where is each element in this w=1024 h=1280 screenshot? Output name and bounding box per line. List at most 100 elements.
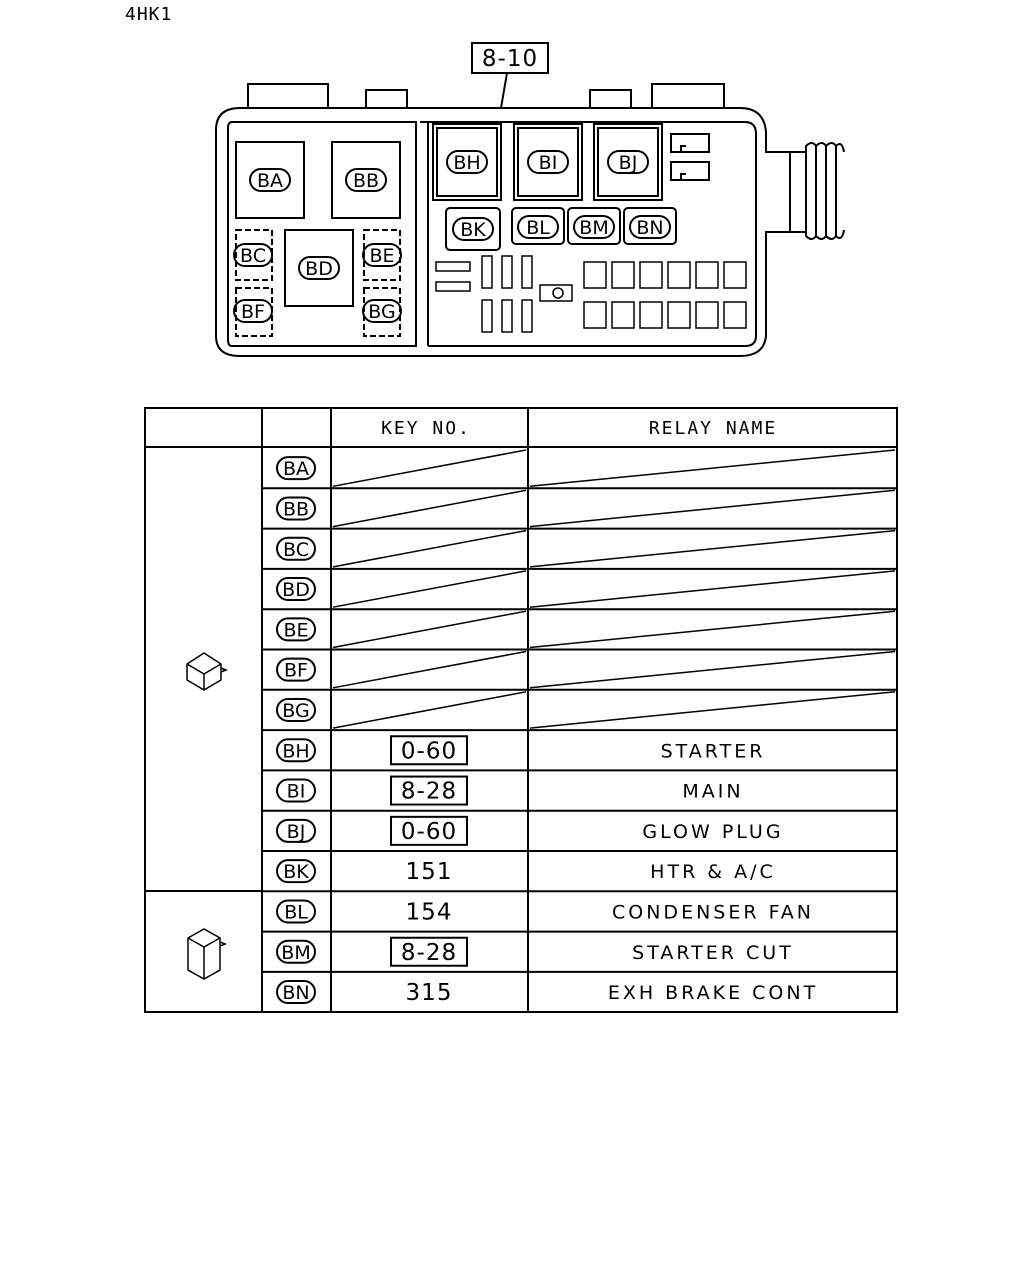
housing-tabs xyxy=(247,83,725,108)
row-code: BN xyxy=(282,982,309,1004)
row-code: BM xyxy=(281,942,310,964)
row-relay-name: STARTER CUT xyxy=(632,942,794,964)
relay-slot-BL: BL xyxy=(511,207,565,245)
row-relay-name: GLOW PLUG xyxy=(642,821,783,843)
slot-label-BI: BI xyxy=(539,152,558,174)
empty-slash-name xyxy=(529,449,896,488)
empty-slash-name xyxy=(529,610,896,649)
table-row: BB xyxy=(262,489,897,530)
code-badge xyxy=(276,939,316,964)
fuse-slots xyxy=(435,255,747,333)
table-row: BK 151 HTR & A/C xyxy=(262,859,897,893)
table-row: BN 315 EXH BRAKE CONT xyxy=(276,980,818,1006)
relay-slot-BJ: BJ xyxy=(593,123,663,201)
row-code: BC xyxy=(283,539,309,561)
key-box xyxy=(390,775,468,806)
row-relay-name: EXH BRAKE CONT xyxy=(608,982,818,1004)
header-key-no: KEY NO. xyxy=(381,418,471,439)
code-badge xyxy=(276,899,316,924)
slot-label-BF: BF xyxy=(241,301,265,323)
relay-slot-BA: BA xyxy=(235,141,305,219)
row-relay-name: HTR & A/C xyxy=(650,861,776,883)
empty-slash-key xyxy=(332,691,527,729)
relay-box-housing xyxy=(215,107,845,357)
row-code: BF xyxy=(284,660,308,682)
table-row: BA xyxy=(262,449,897,490)
empty-slash-key xyxy=(332,570,527,608)
relay-slot-BC: BC xyxy=(233,229,273,281)
slot-label-BL: BL xyxy=(526,217,550,239)
slot-label-BG: BG xyxy=(368,301,395,323)
empty-slash-name xyxy=(529,691,896,729)
code-badge xyxy=(276,617,316,642)
row-relay-name: CONDENSER FAN xyxy=(612,901,814,923)
table-row: BG xyxy=(262,691,897,732)
empty-slash-key xyxy=(332,610,527,649)
row-key-no: 151 xyxy=(406,859,453,885)
relay-slot-BM: BM xyxy=(567,207,621,245)
row-relay-name: STARTER xyxy=(661,740,766,762)
code-badge xyxy=(276,496,316,521)
table-row: BC xyxy=(262,529,897,570)
empty-slash-name xyxy=(529,570,896,608)
table-row: BH 0-60 STARTER xyxy=(262,735,897,772)
tall-relay-icon xyxy=(187,928,228,980)
row-key-no: 0-60 xyxy=(401,819,457,845)
key-box xyxy=(390,735,468,766)
relay-slot-BH: BH xyxy=(432,123,502,201)
row-code: BD xyxy=(282,579,310,601)
slot-label-BB: BB xyxy=(353,170,379,192)
row-code: BK xyxy=(283,861,309,883)
code-badge xyxy=(276,818,316,843)
relay-slot-BB: BB xyxy=(331,141,401,219)
code-badge xyxy=(276,697,316,722)
relay-slot-BD: BD xyxy=(284,229,354,307)
code-badge xyxy=(276,456,316,481)
table-row: BD xyxy=(262,570,897,611)
empty-slash-key xyxy=(332,650,527,689)
slot-label-BM: BM xyxy=(579,217,608,239)
row-key-no: 154 xyxy=(406,899,453,925)
slot-label-BE: BE xyxy=(369,245,394,267)
slot-label-BJ: BJ xyxy=(619,152,638,174)
row-key-no: 0-60 xyxy=(401,738,457,764)
row-code: BH xyxy=(282,740,309,762)
cube-relay-icon xyxy=(186,652,229,691)
row-code: BE xyxy=(283,619,308,641)
relay-slot-BI: BI xyxy=(513,123,583,201)
code-badge xyxy=(276,980,316,1005)
slot-label-BC: BC xyxy=(240,245,266,267)
code-badge xyxy=(276,536,316,561)
key-box xyxy=(390,936,468,967)
code-badge xyxy=(276,778,316,803)
row-code: BA xyxy=(283,458,309,480)
row-code: BJ xyxy=(287,821,306,843)
slot-label-BD: BD xyxy=(305,258,333,280)
row-code: BG xyxy=(282,700,309,722)
box-reference-label: 8-10 xyxy=(482,46,538,72)
code-badge xyxy=(276,859,316,884)
row-key-no: 8-28 xyxy=(401,779,457,805)
empty-slash-name xyxy=(529,489,896,528)
slot-label-BH: BH xyxy=(453,152,480,174)
table-row: BJ 0-60 GLOW PLUG xyxy=(262,815,897,852)
row-code: BB xyxy=(283,498,309,520)
relay-slot-BG: BG xyxy=(362,287,402,337)
slot-label-BN: BN xyxy=(636,217,663,239)
row-relay-name: MAIN xyxy=(682,781,743,803)
relay-slot-BF: BF xyxy=(233,287,273,337)
empty-slash-key xyxy=(332,489,527,528)
code-badge xyxy=(276,657,316,682)
empty-slash-key xyxy=(332,529,527,568)
empty-slash-key xyxy=(332,449,527,488)
slot-label-BK: BK xyxy=(460,219,486,241)
relay-slot-BE: BE xyxy=(362,229,402,281)
empty-slash-name xyxy=(529,650,896,689)
header-relay-name: RELAY NAME xyxy=(649,418,777,439)
row-key-no: 315 xyxy=(406,980,453,1006)
